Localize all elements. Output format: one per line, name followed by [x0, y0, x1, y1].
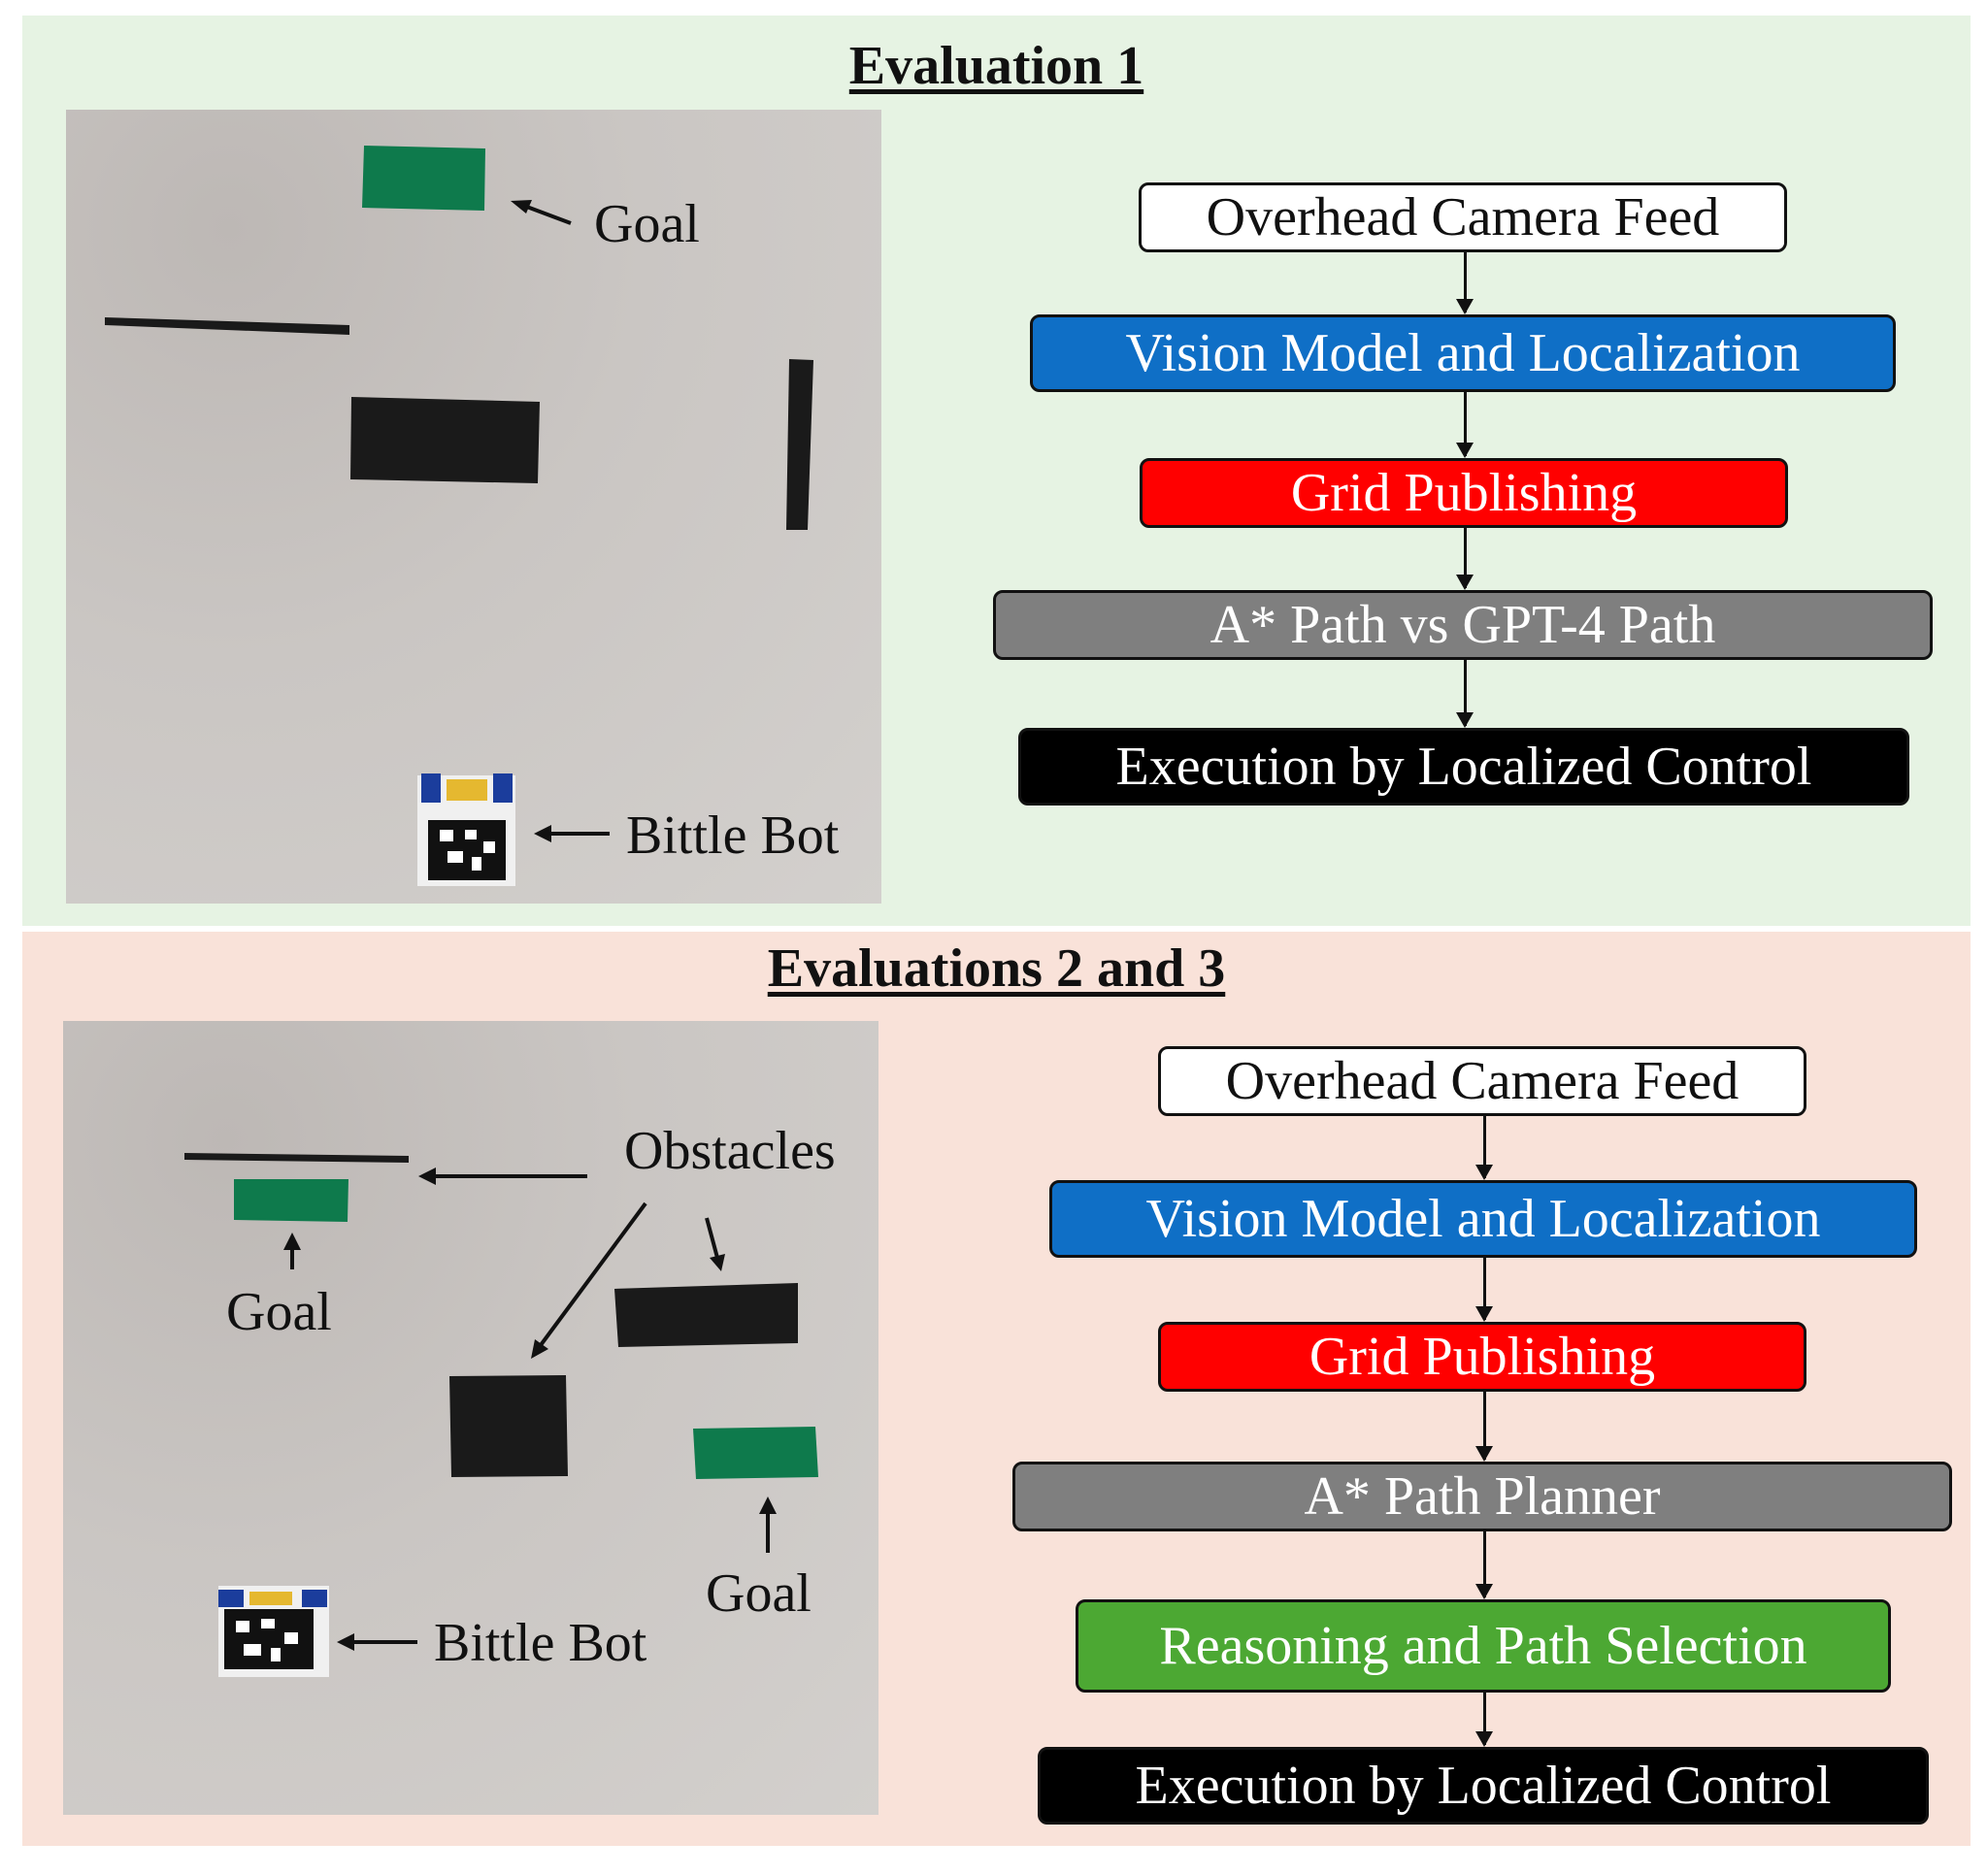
goal-right-label: Goal	[706, 1563, 812, 1624]
flow-step-reasoning-selection: Reasoning and Path Selection	[1076, 1599, 1891, 1693]
obstacle-arrowhead-left	[418, 1168, 436, 1185]
evaluations-2-3-title: Evaluations 2 and 3	[767, 938, 1226, 999]
obstacle-arrow-center	[539, 1201, 647, 1347]
obstacle-arrowhead-center	[531, 1339, 548, 1359]
flow-step-vision-localization: Vision Model and Localization	[1049, 1180, 1917, 1258]
arena-1-scene: Goal Bittle Bot	[105, 146, 840, 886]
evaluation-1-panel: Evaluation 1 Goal	[22, 16, 1971, 926]
bot-label: Bittle Bot	[626, 806, 840, 866]
flow-step-a-star-planner: A* Path Planner	[1012, 1462, 1952, 1531]
arena-2-scene: Obstacles Goal Goal	[184, 1121, 836, 1677]
obstacle-line	[184, 1153, 409, 1163]
obstacle-block	[350, 397, 540, 483]
bittle-bot	[218, 1586, 329, 1677]
goal-label: Goal	[594, 194, 700, 254]
goal-patch	[362, 146, 485, 211]
goal-left-arrowhead	[283, 1233, 301, 1250]
flow-arrow	[1456, 252, 1474, 314]
flow-step-execution: Execution by Localized Control	[1038, 1747, 1929, 1825]
bot-arrowhead	[534, 825, 551, 842]
goal-patch-right	[693, 1427, 818, 1479]
obstacles-label: Obstacles	[624, 1121, 836, 1181]
goal-left-label: Goal	[226, 1282, 332, 1342]
evaluation-1-arena-photo: Goal Bittle Bot	[66, 110, 881, 904]
flow-arrow	[1475, 1693, 1493, 1747]
obstacle-bar-right	[786, 359, 813, 530]
flow-arrow	[1475, 1116, 1493, 1180]
obstacle-arrow-right	[705, 1217, 719, 1259]
flow-arrow	[1456, 660, 1474, 728]
goal-patch-left	[234, 1179, 348, 1222]
flow-arrow	[1475, 1258, 1493, 1322]
flow-step-grid-publishing: Grid Publishing	[1158, 1322, 1806, 1392]
obstacle-arrowhead-right	[710, 1254, 725, 1271]
bot-label: Bittle Bot	[434, 1613, 647, 1673]
flow-arrow	[1475, 1531, 1493, 1599]
flow-arrow	[1456, 528, 1474, 590]
flow-step-grid-publishing: Grid Publishing	[1140, 458, 1788, 528]
evaluations-2-3-panel: Evaluations 2 and 3 Obstacles Goal	[22, 932, 1971, 1846]
obstacle-block-center	[449, 1375, 568, 1477]
evaluation-1-title: Evaluation 1	[848, 36, 1144, 96]
obstacle-line-left	[105, 317, 349, 335]
goal-right-arrowhead	[759, 1497, 777, 1514]
flow-step-vision-localization: Vision Model and Localization	[1030, 314, 1896, 392]
flow-step-path-comparison: A* Path vs GPT-4 Path	[993, 590, 1933, 660]
goal-arrowhead	[511, 200, 532, 214]
evaluations-2-3-arena-photo: Obstacles Goal Goal	[63, 1021, 878, 1815]
bittle-bot	[417, 773, 515, 886]
flow-step-camera-feed: Overhead Camera Feed	[1158, 1046, 1806, 1116]
flow-step-execution: Execution by Localized Control	[1018, 728, 1909, 806]
obstacle-block-right	[614, 1283, 798, 1347]
goal-arrow	[523, 204, 572, 225]
flow-arrow	[1475, 1392, 1493, 1462]
flow-arrow	[1456, 392, 1474, 458]
bot-arrowhead	[337, 1633, 354, 1651]
flow-step-camera-feed: Overhead Camera Feed	[1139, 182, 1787, 252]
